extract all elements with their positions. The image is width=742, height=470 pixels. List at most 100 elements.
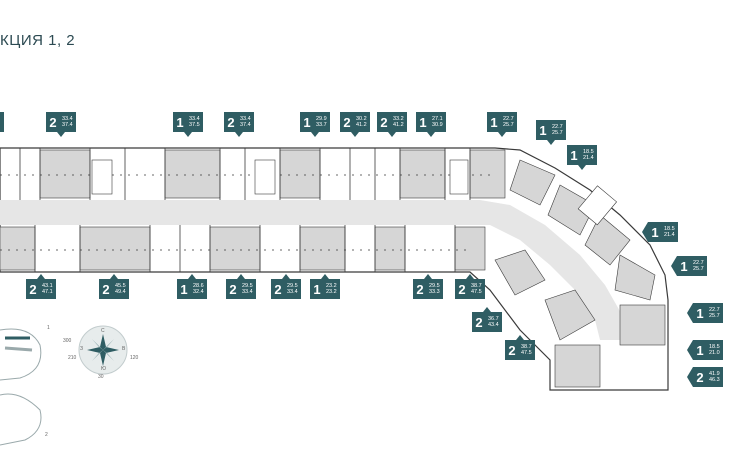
- rooms-count: 2: [227, 114, 235, 130]
- rooms-count: 1: [313, 281, 321, 297]
- rooms-count: 2: [274, 281, 282, 297]
- compass-deg-210: 210: [68, 355, 77, 361]
- area-total: 37.4: [240, 122, 251, 128]
- area-living: 27.1: [432, 116, 443, 122]
- area-living: 18.5: [709, 344, 720, 350]
- area-living: 23.2: [326, 283, 337, 289]
- site-minimap: [0, 328, 42, 446]
- area-total: 33.7: [316, 122, 327, 128]
- stair-cores: [91, 159, 618, 226]
- area-living: 45.5: [115, 283, 126, 289]
- area-total: 25.7: [693, 266, 704, 272]
- rooms-count: 1: [419, 114, 427, 130]
- area-total: 23.2: [326, 289, 337, 295]
- compass-deg-30: 30: [98, 374, 104, 380]
- area-total: 32.4: [193, 289, 204, 295]
- rooms-count: 1: [680, 258, 688, 274]
- area-total: 33.3: [429, 289, 440, 295]
- compass-east: В: [122, 346, 126, 352]
- compass-west: З: [80, 346, 84, 352]
- area-living: 43.1: [42, 283, 53, 289]
- rooms-count: 2: [229, 281, 237, 297]
- area-total: 46.3: [709, 377, 720, 383]
- area-living: 29.5: [287, 283, 298, 289]
- partition-walls: [0, 148, 490, 272]
- area-total: 49.4: [115, 289, 126, 295]
- area-living: 22.7: [709, 307, 720, 313]
- area-living: 18.5: [583, 149, 594, 155]
- corridor: [0, 200, 628, 340]
- rooms-count: 2: [416, 281, 424, 297]
- rooms-count: 2: [343, 114, 351, 130]
- rooms-count: 1: [176, 114, 184, 130]
- area-total: 43.4: [488, 322, 499, 328]
- area-living: 33.4: [62, 116, 73, 122]
- area-living: 38.7: [521, 344, 532, 350]
- unit-tag-partial[interactable]: [0, 112, 4, 132]
- compass-south: Ю: [101, 366, 107, 372]
- area-living: 29.5: [429, 283, 440, 289]
- area-total: 21.4: [664, 232, 675, 238]
- rooms-count: 2: [102, 281, 110, 297]
- area-total: 37.5: [189, 122, 200, 128]
- area-living: 22.7: [693, 260, 704, 266]
- section-title: КЦИЯ 1, 2: [0, 32, 76, 49]
- compass-north: С: [101, 328, 105, 334]
- area-living: 41.9: [709, 371, 720, 377]
- compass: [78, 325, 128, 375]
- rooms-count: 2: [458, 281, 466, 297]
- area-total: 33.4: [242, 289, 253, 295]
- area-living: 29.9: [316, 116, 327, 122]
- rooms-count: 2: [29, 281, 37, 297]
- area-living: 36.7: [488, 316, 499, 322]
- area-total: 21.4: [583, 155, 594, 161]
- rooms-count: 2: [49, 114, 57, 130]
- area-total: 25.7: [709, 313, 720, 319]
- area-living: 22.7: [503, 116, 514, 122]
- rooms-count: 1: [180, 281, 188, 297]
- rooms-count: 1: [696, 305, 704, 321]
- rooms-count: 1: [696, 342, 704, 358]
- area-living: 28.6: [193, 283, 204, 289]
- rooms-count: 1: [539, 122, 547, 138]
- area-total: 25.7: [503, 122, 514, 128]
- area-total: 47.5: [471, 289, 482, 295]
- rooms-count: 2: [475, 314, 483, 330]
- compass-deg-120: 120: [130, 355, 139, 361]
- area-total: 47.5: [521, 350, 532, 356]
- area-living: 33.2: [393, 116, 404, 122]
- minimap-label-2: 2: [45, 432, 48, 438]
- area-living: 30.2: [356, 116, 367, 122]
- rooms-count: 2: [696, 369, 704, 385]
- shaded-units: [0, 149, 666, 388]
- area-total: 33.4: [287, 289, 298, 295]
- area-total: 21.0: [709, 350, 720, 356]
- area-total: 25.7: [552, 130, 563, 136]
